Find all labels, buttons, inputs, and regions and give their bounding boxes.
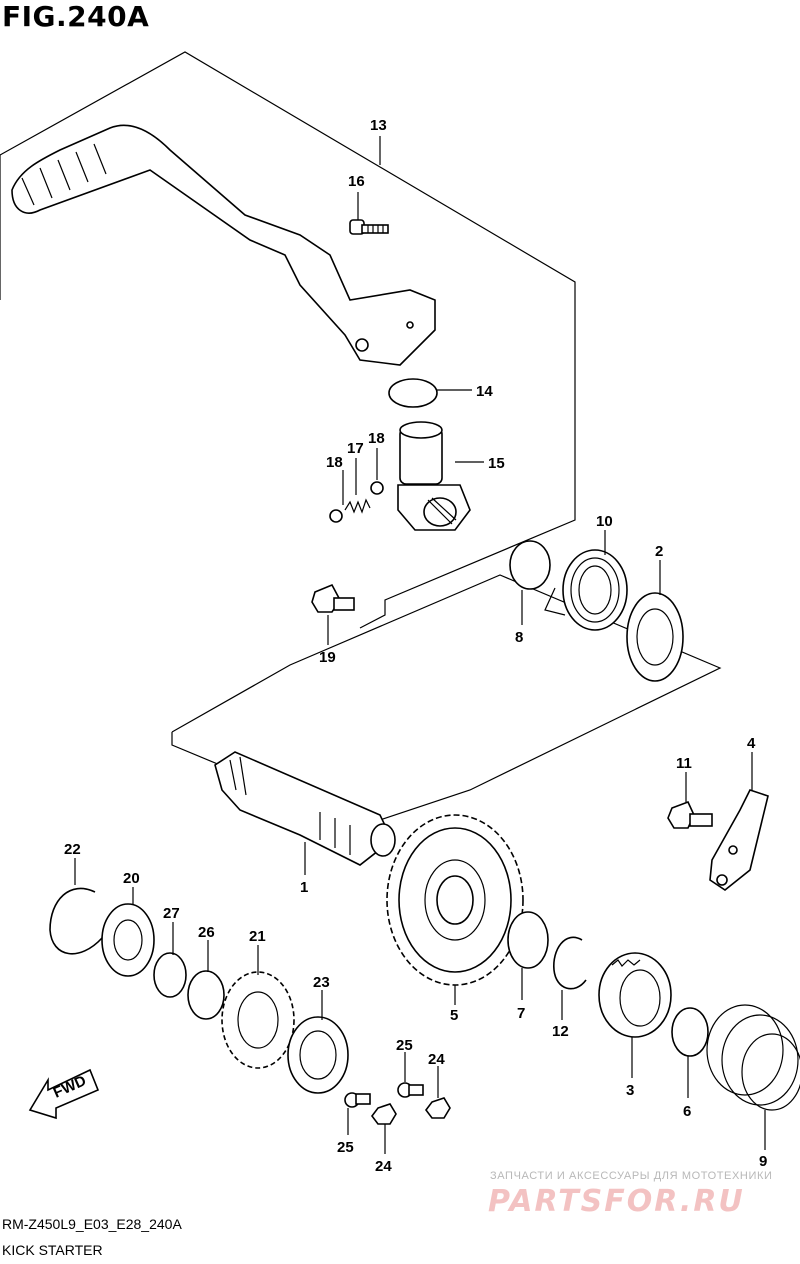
washer-8[interactable] — [509, 540, 551, 590]
screw-25b[interactable] — [397, 1082, 424, 1098]
washer-6[interactable] — [671, 1007, 709, 1057]
nut-24a[interactable] — [371, 1103, 397, 1125]
stopper-plate-4[interactable] — [709, 789, 769, 891]
plate-23[interactable] — [287, 1016, 349, 1094]
assembly-frame-lower-left — [171, 732, 221, 766]
callout-17[interactable]: 17 — [347, 440, 364, 457]
callout-24-upper[interactable]: 24 — [428, 1051, 445, 1068]
return-spring-10[interactable] — [544, 549, 628, 631]
callout-5[interactable]: 5 — [450, 1007, 458, 1024]
callout-3[interactable]: 3 — [626, 1082, 634, 1099]
circlip-12[interactable] — [553, 936, 587, 990]
callout-26[interactable]: 26 — [198, 924, 215, 941]
figure-name: KICK STARTER — [2, 1242, 103, 1258]
callout-7[interactable]: 7 — [517, 1005, 525, 1022]
spring-9[interactable] — [706, 1004, 800, 1111]
washer-26[interactable] — [187, 970, 225, 1020]
ball-18b[interactable] — [370, 481, 384, 495]
watermark-tagline: ЗАПЧАСТИ И АКСЕССУАРЫ ДЛЯ МОТОТЕХНИКИ — [490, 1170, 773, 1182]
callout-27[interactable]: 27 — [163, 905, 180, 922]
callout-10[interactable]: 10 — [596, 513, 613, 530]
assembly-frame-upper — [0, 51, 576, 629]
watermark-logo: PARTSFOR.RU — [488, 1184, 745, 1219]
circlip-22[interactable] — [49, 887, 103, 955]
spring-17[interactable] — [344, 498, 371, 514]
retainer-20[interactable] — [101, 903, 155, 977]
callout-18-lower[interactable]: 18 — [326, 454, 343, 471]
nut-24b[interactable] — [425, 1097, 451, 1119]
screw-25a[interactable] — [344, 1092, 371, 1108]
kick-gear-5[interactable] — [386, 814, 524, 986]
ratchet-3[interactable] — [598, 952, 672, 1038]
callout-20[interactable]: 20 — [123, 870, 140, 887]
kick-boss-15[interactable] — [397, 421, 471, 531]
leader-lines — [74, 136, 766, 1154]
callout-18-upper[interactable]: 18 — [368, 430, 385, 447]
callout-12[interactable]: 12 — [552, 1023, 569, 1040]
ball-18a[interactable] — [329, 509, 343, 523]
callout-9[interactable]: 9 — [759, 1153, 767, 1170]
bolt-16[interactable] — [349, 219, 389, 235]
callout-8[interactable]: 8 — [515, 629, 523, 646]
callout-6[interactable]: 6 — [683, 1103, 691, 1120]
callout-4[interactable]: 4 — [747, 735, 756, 752]
callout-14[interactable]: 14 — [476, 383, 493, 400]
kick-lever[interactable] — [11, 124, 436, 366]
callout-1[interactable]: 1 — [300, 879, 308, 896]
callout-15[interactable]: 15 — [488, 455, 505, 472]
callout-21[interactable]: 21 — [249, 928, 266, 945]
forward-arrow-icon: FWD — [28, 1068, 100, 1120]
callout-19[interactable]: 19 — [319, 649, 336, 666]
o-ring-14[interactable] — [388, 378, 438, 408]
callout-25-lower[interactable]: 25 — [337, 1139, 354, 1156]
callout-25-upper[interactable]: 25 — [396, 1037, 413, 1054]
callout-labels: 13 16 14 15 18 17 18 19 8 10 2 4 11 1 22… — [64, 117, 767, 1175]
callout-24-lower[interactable]: 24 — [375, 1158, 392, 1175]
spring-guide-2[interactable] — [626, 592, 684, 682]
callout-11[interactable]: 11 — [676, 755, 692, 772]
bolt-19[interactable] — [311, 583, 355, 613]
callout-23[interactable]: 23 — [313, 974, 330, 991]
idle-gear-21[interactable] — [221, 971, 295, 1069]
figure-code: RM-Z450L9_E03_E28_240A — [2, 1216, 182, 1232]
callout-22[interactable]: 22 — [64, 841, 81, 858]
bolt-11[interactable] — [667, 800, 713, 829]
washer-27[interactable] — [153, 952, 187, 998]
washer-7[interactable] — [507, 911, 549, 969]
kick-shaft-1[interactable] — [214, 751, 396, 866]
callout-16[interactable]: 16 — [348, 173, 365, 190]
callout-2[interactable]: 2 — [655, 543, 663, 560]
figure-title: FIG.240A — [2, 0, 150, 33]
callout-13[interactable]: 13 — [370, 117, 387, 134]
